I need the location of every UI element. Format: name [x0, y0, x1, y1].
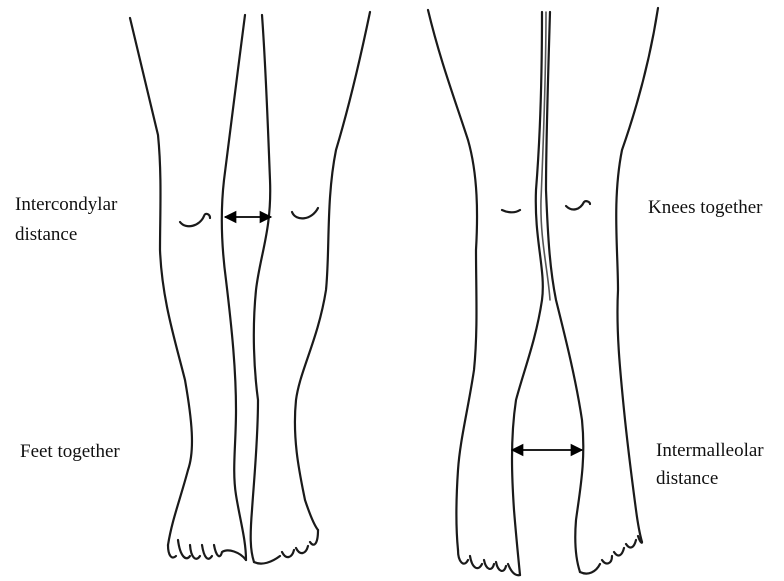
left-pair-right-leg-outer	[295, 12, 370, 530]
right-pair-right-leg-inner	[546, 12, 583, 572]
right-pair-left-leg-outer	[428, 10, 477, 550]
right-pair-right-toes	[580, 536, 642, 574]
intercondylar-label-line1: Intercondylar	[15, 192, 117, 218]
left-pair-right-toes	[254, 530, 318, 564]
left-pair-left-leg-inner	[222, 15, 246, 560]
right-pair-right-leg-outer	[616, 8, 658, 542]
intercondylar-label-line2: distance	[15, 222, 77, 248]
left-pair-left-toes	[168, 540, 246, 560]
left-pair-right-kneecap	[292, 208, 318, 218]
left-leg-pair	[130, 12, 370, 564]
intermalleolar-label-line2: distance	[656, 466, 718, 492]
intermalleolar-label-line1: Intermalleolar	[656, 438, 764, 464]
right-leg-pair	[428, 8, 658, 575]
left-pair-left-kneecap	[180, 214, 210, 226]
knees-together-label: Knees together	[648, 195, 762, 221]
right-pair-left-toes	[458, 550, 520, 575]
left-pair-left-leg-outer	[130, 18, 192, 545]
right-pair-left-leg-inner	[512, 12, 543, 575]
left-pair-right-leg-inner	[251, 15, 271, 562]
right-pair-left-kneecap	[502, 210, 520, 212]
feet-together-label: Feet together	[20, 439, 120, 465]
right-pair-right-kneecap	[566, 201, 590, 209]
